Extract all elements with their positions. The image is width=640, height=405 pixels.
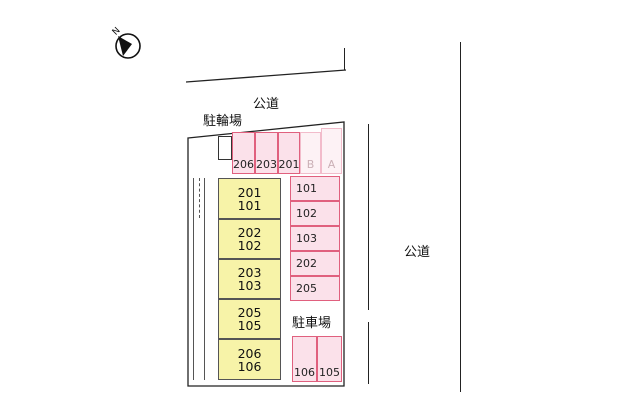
building-unit: 202 102 [218,219,281,259]
parking-space: 101 [290,176,340,201]
parking-space: 205 [290,276,340,301]
road-label-top: 公道 [253,97,280,112]
parking-space: 105 [317,336,342,382]
road-right-edge-inner-bottom [368,322,370,384]
parking-space-vacant: B [300,132,321,174]
road-label-right: 公道 [404,245,431,260]
building-unit: 205 105 [218,299,281,339]
svg-text:N: N [111,26,123,38]
parking-lot-label: 駐車場 [292,316,332,331]
building-unit: 201 101 [218,178,281,219]
north-arrow-icon: N [104,22,144,64]
parking-space: 203 [255,132,278,174]
bicycle-parking-label: 駐輪場 [203,114,243,129]
property-boundary [186,120,348,390]
walkway-dashes [199,178,200,218]
parking-space: 103 [290,226,340,251]
parking-space: 206 [232,132,255,174]
parking-space-vacant: A [321,128,342,174]
road-right-edge-outer [460,42,462,392]
parking-space: 201 [278,132,300,174]
road-top-edge-right [344,48,346,70]
building-unit: 206 106 [218,339,281,380]
building-unit: 203 103 [218,259,281,299]
bicycle-parking-area [218,136,232,160]
road-top-edge [185,62,347,84]
walkway [193,178,205,380]
road-right-edge-inner-top [368,124,370,310]
parking-space: 102 [290,201,340,226]
parking-space: 106 [292,336,317,382]
parking-space: 202 [290,251,340,276]
